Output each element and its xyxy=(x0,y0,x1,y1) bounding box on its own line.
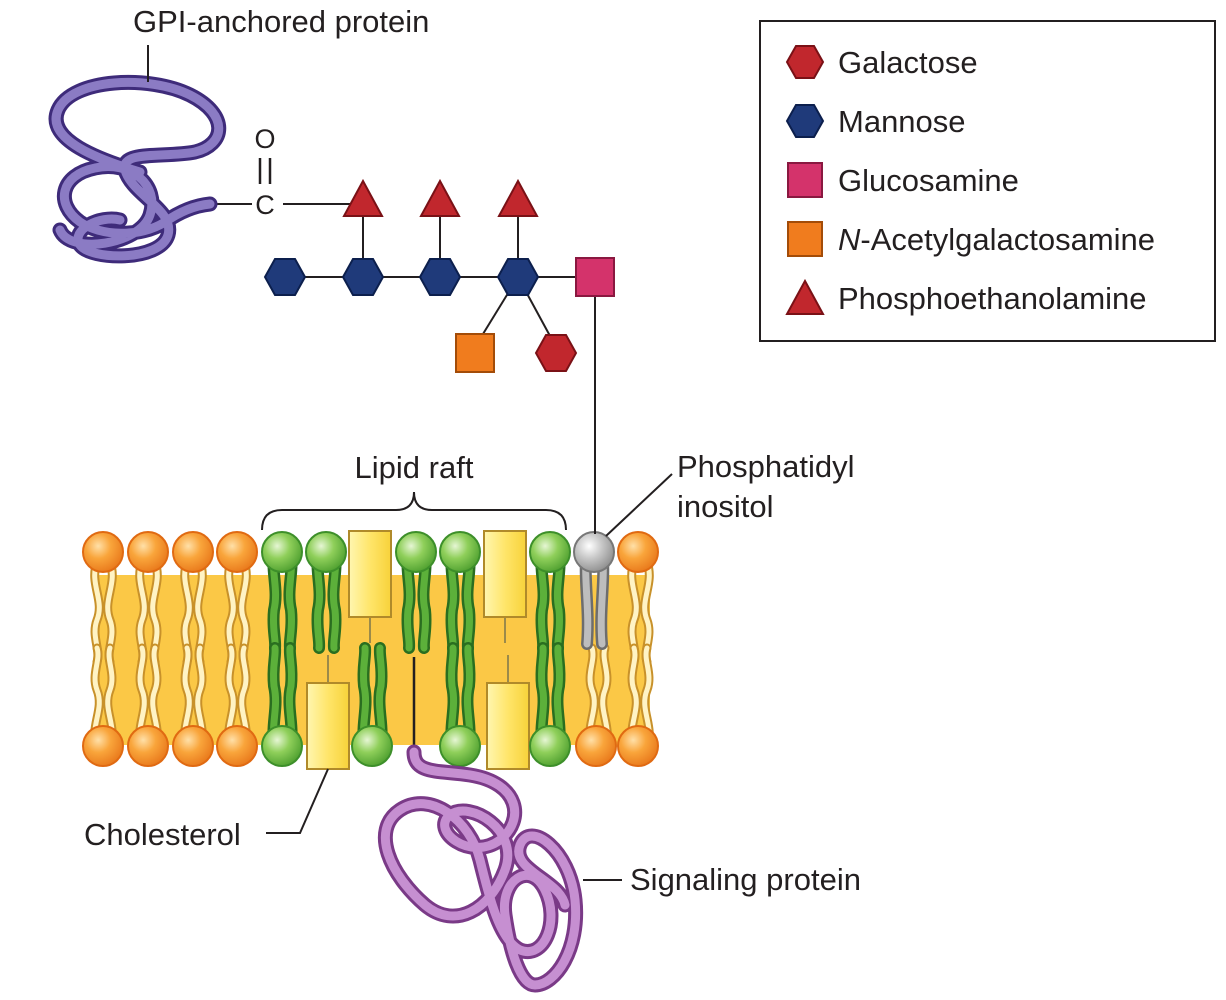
mannose-hexagon xyxy=(341,258,385,296)
cholesterol-bottom xyxy=(306,655,530,770)
phosphoethanolamine-triangle xyxy=(419,178,461,217)
legend: Galactose Mannose Glucosamine N-Acetylga… xyxy=(759,20,1216,342)
gpi-anchored-protein xyxy=(48,74,227,264)
signaling-protein xyxy=(377,744,584,993)
glucosamine-legend-icon xyxy=(787,162,823,198)
legend-label-acetylgalactosamine: N-Acetylgalactosamine xyxy=(838,222,1155,257)
legend-label-n-prefix: N xyxy=(838,222,861,257)
legend-box xyxy=(759,20,1216,342)
phosphoethanolamine-triangles xyxy=(342,178,539,217)
mannose-hexagon xyxy=(263,258,307,296)
legend-label-mannose: Mannose xyxy=(838,104,966,139)
lipid-heads-top xyxy=(82,531,659,573)
phosphatidylinositol-label-line2: inositol xyxy=(677,489,774,524)
gpi-protein-label: GPI-anchored protein xyxy=(133,4,429,39)
mannose-hexagon xyxy=(496,258,540,296)
signaling-protein-label: Signaling protein xyxy=(630,862,861,897)
cholesterol-leader xyxy=(266,768,329,834)
lipid-raft-label: Lipid raft xyxy=(355,450,474,485)
galactose-hexagon xyxy=(534,334,578,372)
mannose-legend-icon xyxy=(785,104,825,138)
mannose-chain xyxy=(263,258,540,296)
lipid-heads-bottom xyxy=(82,725,659,767)
glucosamine-square xyxy=(575,257,615,297)
phosphatidylinositol-label-line1: Phosphatidyl xyxy=(677,449,855,484)
lipid-raft-brace xyxy=(261,491,567,531)
phosphoethanolamine-triangle xyxy=(342,178,384,217)
phosphoethanolamine-legend-icon xyxy=(785,278,825,315)
legend-label-galactose: Galactose xyxy=(838,45,978,80)
cholesterol-top xyxy=(348,530,527,643)
legend-label-acetylgalactosamine-text: -Acetylgalactosamine xyxy=(860,222,1155,257)
acetylgalactosamine-legend-icon xyxy=(787,221,823,257)
cholesterol-label: Cholesterol xyxy=(84,817,241,852)
carbonyl-oxygen: O xyxy=(254,124,275,154)
carbonyl-group: O C xyxy=(254,124,275,220)
mannose-hexagon xyxy=(418,258,462,296)
acetylgalactosamine-square xyxy=(455,333,495,373)
legend-label-phosphoethanolamine: Phosphoethanolamine xyxy=(838,281,1147,316)
phosphoethanolamine-triangle xyxy=(497,178,539,217)
phosphatidylinositol-leader xyxy=(605,473,673,537)
galactose-legend-icon xyxy=(785,45,825,79)
carbonyl-carbon: C xyxy=(255,190,275,220)
legend-label-glucosamine: Glucosamine xyxy=(838,163,1019,198)
